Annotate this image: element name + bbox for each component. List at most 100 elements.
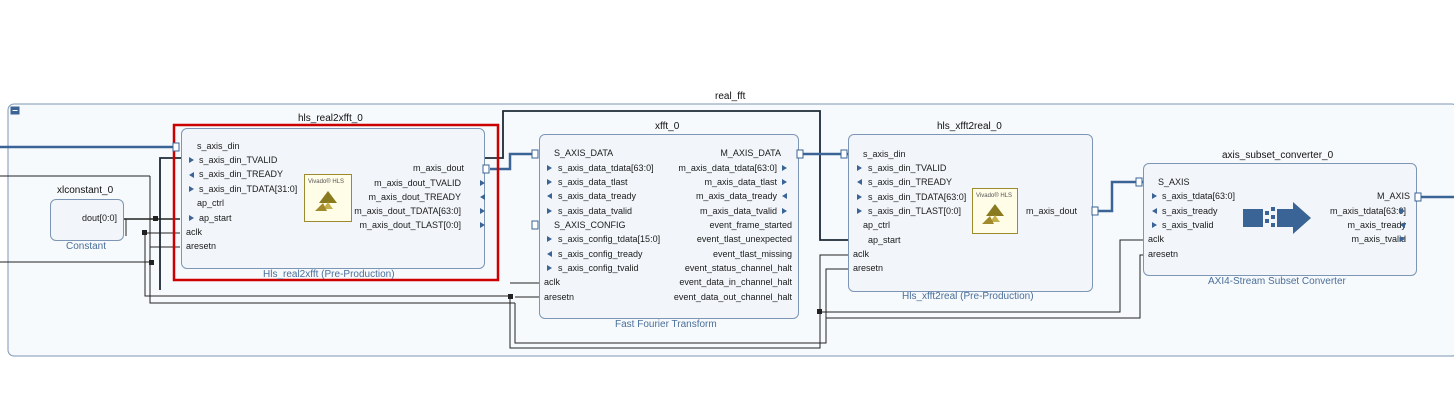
xfft-subtitle: Fast Fourier Transform bbox=[615, 319, 717, 330]
port-arrow-icon bbox=[782, 179, 787, 185]
port-arrow-icon bbox=[189, 186, 194, 192]
port-label[interactable]: m_axis_dout bbox=[412, 163, 464, 173]
port-arrow-icon bbox=[189, 157, 194, 163]
bus-port-icon bbox=[796, 149, 804, 159]
port-label[interactable]: s_axis_din bbox=[863, 149, 906, 159]
port-label[interactable]: aresetn bbox=[853, 263, 884, 273]
xfft-title: xfft_0 bbox=[655, 121, 680, 132]
port-label[interactable]: S_AXIS bbox=[1158, 177, 1190, 187]
port-label[interactable]: event_status_channel_halt bbox=[684, 263, 792, 273]
port-label[interactable]: M_AXIS_DATA bbox=[720, 148, 781, 158]
port-label[interactable]: m_axis_tready bbox=[1347, 220, 1406, 230]
port-label[interactable]: s_axis_data_tvalid bbox=[558, 206, 633, 216]
bus-port-icon bbox=[172, 142, 180, 152]
hierarchy-title: real_fft bbox=[715, 91, 746, 102]
port-label[interactable]: aresetn bbox=[186, 241, 217, 251]
bus-port-icon bbox=[531, 220, 539, 230]
port-label[interactable]: m_axis_data_tdata[63:0] bbox=[678, 163, 777, 173]
port-label[interactable]: S_AXIS_CONFIG bbox=[554, 220, 626, 230]
port-label[interactable]: event_data_in_channel_halt bbox=[679, 277, 792, 287]
port-label[interactable]: s_axis_data_tlast bbox=[558, 177, 628, 187]
port-arrow-icon bbox=[782, 165, 787, 171]
port-arrow-icon bbox=[480, 194, 485, 200]
xfft2real-block[interactable] bbox=[848, 134, 1093, 292]
port-label[interactable]: s_axis_config_tvalid bbox=[558, 263, 639, 273]
port-label[interactable]: s_axis_tvalid bbox=[1162, 220, 1214, 230]
port-label[interactable]: ap_start bbox=[199, 213, 232, 223]
port-label[interactable]: M_AXIS bbox=[1376, 191, 1410, 201]
port-label[interactable]: m_axis_data_tready bbox=[695, 191, 777, 201]
stream-converter-icon bbox=[1243, 201, 1313, 242]
port-label[interactable]: s_axis_din_TREADY bbox=[199, 169, 284, 179]
bus-dout-to-xfft bbox=[490, 152, 538, 171]
port-label[interactable]: s_axis_din_TLAST[0:0] bbox=[868, 206, 962, 216]
port-label[interactable]: m_axis_dout_TREADY bbox=[368, 192, 461, 202]
port-arrow-icon bbox=[547, 179, 552, 185]
port-label[interactable]: s_axis_tdata[63:0] bbox=[1162, 191, 1236, 201]
xfft-block[interactable] bbox=[539, 134, 799, 319]
port-arrow-icon bbox=[480, 222, 485, 228]
port-label[interactable]: event_data_out_channel_halt bbox=[673, 292, 792, 302]
port-arrow-icon bbox=[857, 179, 862, 185]
port-label[interactable]: s_axis_din_TVALID bbox=[868, 163, 947, 173]
port-label[interactable]: m_axis_dout_TVALID bbox=[374, 178, 461, 188]
port-label[interactable]: ap_ctrl bbox=[197, 198, 225, 208]
port-arrow-icon bbox=[782, 193, 787, 199]
bus-port-icon bbox=[840, 149, 848, 159]
port-arrow-icon bbox=[547, 193, 552, 199]
selected-block-outline bbox=[172, 123, 500, 282]
port-arrow-icon bbox=[547, 165, 552, 171]
xfft2real-title: hls_xfft2real_0 bbox=[937, 121, 1002, 132]
xlconstant-block[interactable] bbox=[50, 199, 124, 241]
port-label[interactable]: m_axis_dout_TDATA[63:0] bbox=[354, 206, 461, 216]
port-arrow-icon bbox=[1400, 208, 1405, 214]
bus-port-icon bbox=[1091, 206, 1099, 216]
port-arrow-icon bbox=[1152, 208, 1157, 214]
port-label[interactable]: ap_ctrl bbox=[863, 220, 891, 230]
bus-port-icon bbox=[1135, 177, 1143, 187]
port-label[interactable]: s_axis_din_TDATA[63:0] bbox=[868, 192, 967, 202]
port-label[interactable]: s_axis_din_TREADY bbox=[868, 177, 953, 187]
port-label[interactable]: m_axis_data_tlast bbox=[704, 177, 777, 187]
subset-title: axis_subset_converter_0 bbox=[1222, 150, 1334, 161]
port-label[interactable]: s_axis_config_tready bbox=[558, 249, 643, 259]
port-arrow-icon bbox=[547, 208, 552, 214]
port-label[interactable]: aclk bbox=[1148, 234, 1165, 244]
port-label[interactable]: aclk bbox=[544, 277, 561, 287]
port-label[interactable]: event_tlast_unexpected bbox=[696, 234, 792, 244]
port-label[interactable]: ap_start bbox=[868, 235, 901, 245]
xlconstant-port: dout[0:0] bbox=[82, 213, 118, 223]
port-s-axis-din[interactable]: s_axis_din bbox=[197, 141, 240, 151]
port-arrow-icon bbox=[189, 215, 194, 221]
port-label[interactable]: m_axis_dout bbox=[1025, 206, 1077, 216]
port-label[interactable]: s_axis_config_tdata[15:0] bbox=[558, 234, 661, 244]
port-arrow-icon bbox=[1400, 222, 1405, 228]
port-arrow-icon bbox=[189, 172, 194, 178]
port-label[interactable]: aresetn bbox=[544, 292, 575, 302]
port-label[interactable]: event_tlast_missing bbox=[712, 249, 792, 259]
port-arrow-icon bbox=[1152, 193, 1157, 199]
bus-xfft2real-to-subset bbox=[1098, 180, 1145, 213]
bus-port-icon bbox=[531, 149, 539, 159]
port-label[interactable]: aresetn bbox=[1148, 249, 1179, 259]
port-label[interactable]: s_axis_data_tready bbox=[558, 191, 637, 201]
port-label[interactable]: S_AXIS_DATA bbox=[554, 148, 614, 158]
xlconstant-subtitle: Constant bbox=[66, 241, 107, 252]
port-label[interactable]: s_axis_din_TVALID bbox=[199, 155, 278, 165]
port-label[interactable]: s_axis_tready bbox=[1162, 206, 1218, 216]
port-label[interactable]: s_axis_din_TDATA[31:0] bbox=[199, 184, 298, 194]
port-arrow-icon bbox=[547, 265, 552, 271]
port-label[interactable]: m_axis_data_tvalid bbox=[699, 206, 777, 216]
port-arrow-icon bbox=[480, 208, 485, 214]
port-label[interactable]: aclk bbox=[186, 227, 203, 237]
port-label[interactable]: aclk bbox=[853, 249, 870, 259]
port-label[interactable]: m_axis_dout_TLAST[0:0] bbox=[359, 220, 461, 230]
selection-path bbox=[159, 110, 850, 290]
port-arrow-icon bbox=[547, 236, 552, 242]
port-label[interactable]: m_axis_tdata[63:0] bbox=[1329, 206, 1406, 216]
port-label[interactable]: m_axis_tvalid bbox=[1351, 234, 1406, 244]
port-label[interactable]: event_frame_started bbox=[709, 220, 792, 230]
port-label[interactable]: s_axis_data_tdata[63:0] bbox=[558, 163, 654, 173]
vivado-hls-logo: Vivado® HLS bbox=[972, 188, 1018, 234]
